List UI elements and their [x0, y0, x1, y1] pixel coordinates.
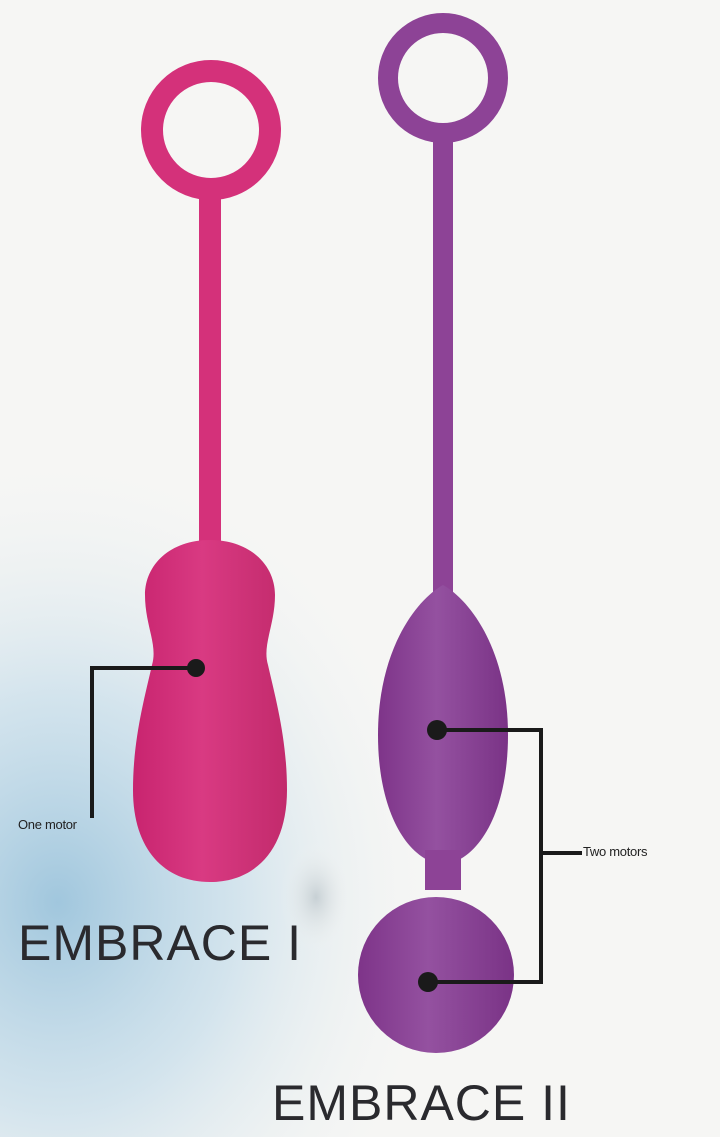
embrace-2-cord — [433, 130, 453, 600]
embrace-1-cord — [199, 185, 221, 560]
embrace-1-title: EMBRACE I — [18, 918, 302, 968]
embrace-1-motor-callout: One motor — [18, 818, 77, 831]
embrace-1-body — [133, 540, 287, 882]
embrace-2-lower-ball — [358, 897, 514, 1053]
embrace-2-motor-callout: Two motors — [583, 845, 647, 858]
embrace-2-title: EMBRACE II — [272, 1078, 571, 1128]
embrace-2-neck — [425, 850, 461, 890]
